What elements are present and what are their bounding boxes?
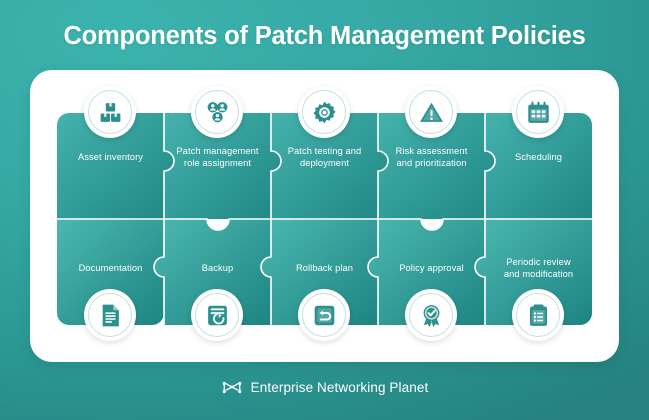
page-title: Components of Patch Management Policies (63, 22, 586, 50)
icon-bubble-asset-inventory (84, 86, 136, 138)
icon-bubble-scheduling (512, 86, 564, 138)
icon-bubble-periodic-review (512, 289, 564, 341)
network-nodes-logo-icon (222, 381, 241, 394)
footer-brand: Enterprise Networking Planet (0, 379, 649, 395)
award-ribbon-icon (423, 304, 439, 327)
icon-bubble-backup (191, 289, 243, 341)
gear-icon (312, 101, 336, 123)
rollback-arrow-icon (314, 305, 334, 325)
icon-bubble-documentation (84, 289, 136, 341)
icon-bubble-risk-assessment (405, 86, 457, 138)
icon-bubble-patch-testing (298, 86, 350, 138)
brand-name: Enterprise Networking Planet (250, 379, 429, 395)
icon-bubble-policy-approval (405, 289, 457, 341)
clipboard-checklist-icon (529, 303, 547, 326)
icon-bubble-role-assignment (191, 86, 243, 138)
calendar-icon (527, 101, 549, 123)
document-icon (102, 304, 119, 326)
database-refresh-icon (207, 305, 227, 325)
icon-bubble-rollback-plan (298, 289, 350, 341)
puzzle-board (57, 113, 592, 325)
users-group-icon (207, 101, 227, 122)
warning-triangle-icon (419, 102, 443, 122)
boxes-icon (100, 102, 120, 122)
